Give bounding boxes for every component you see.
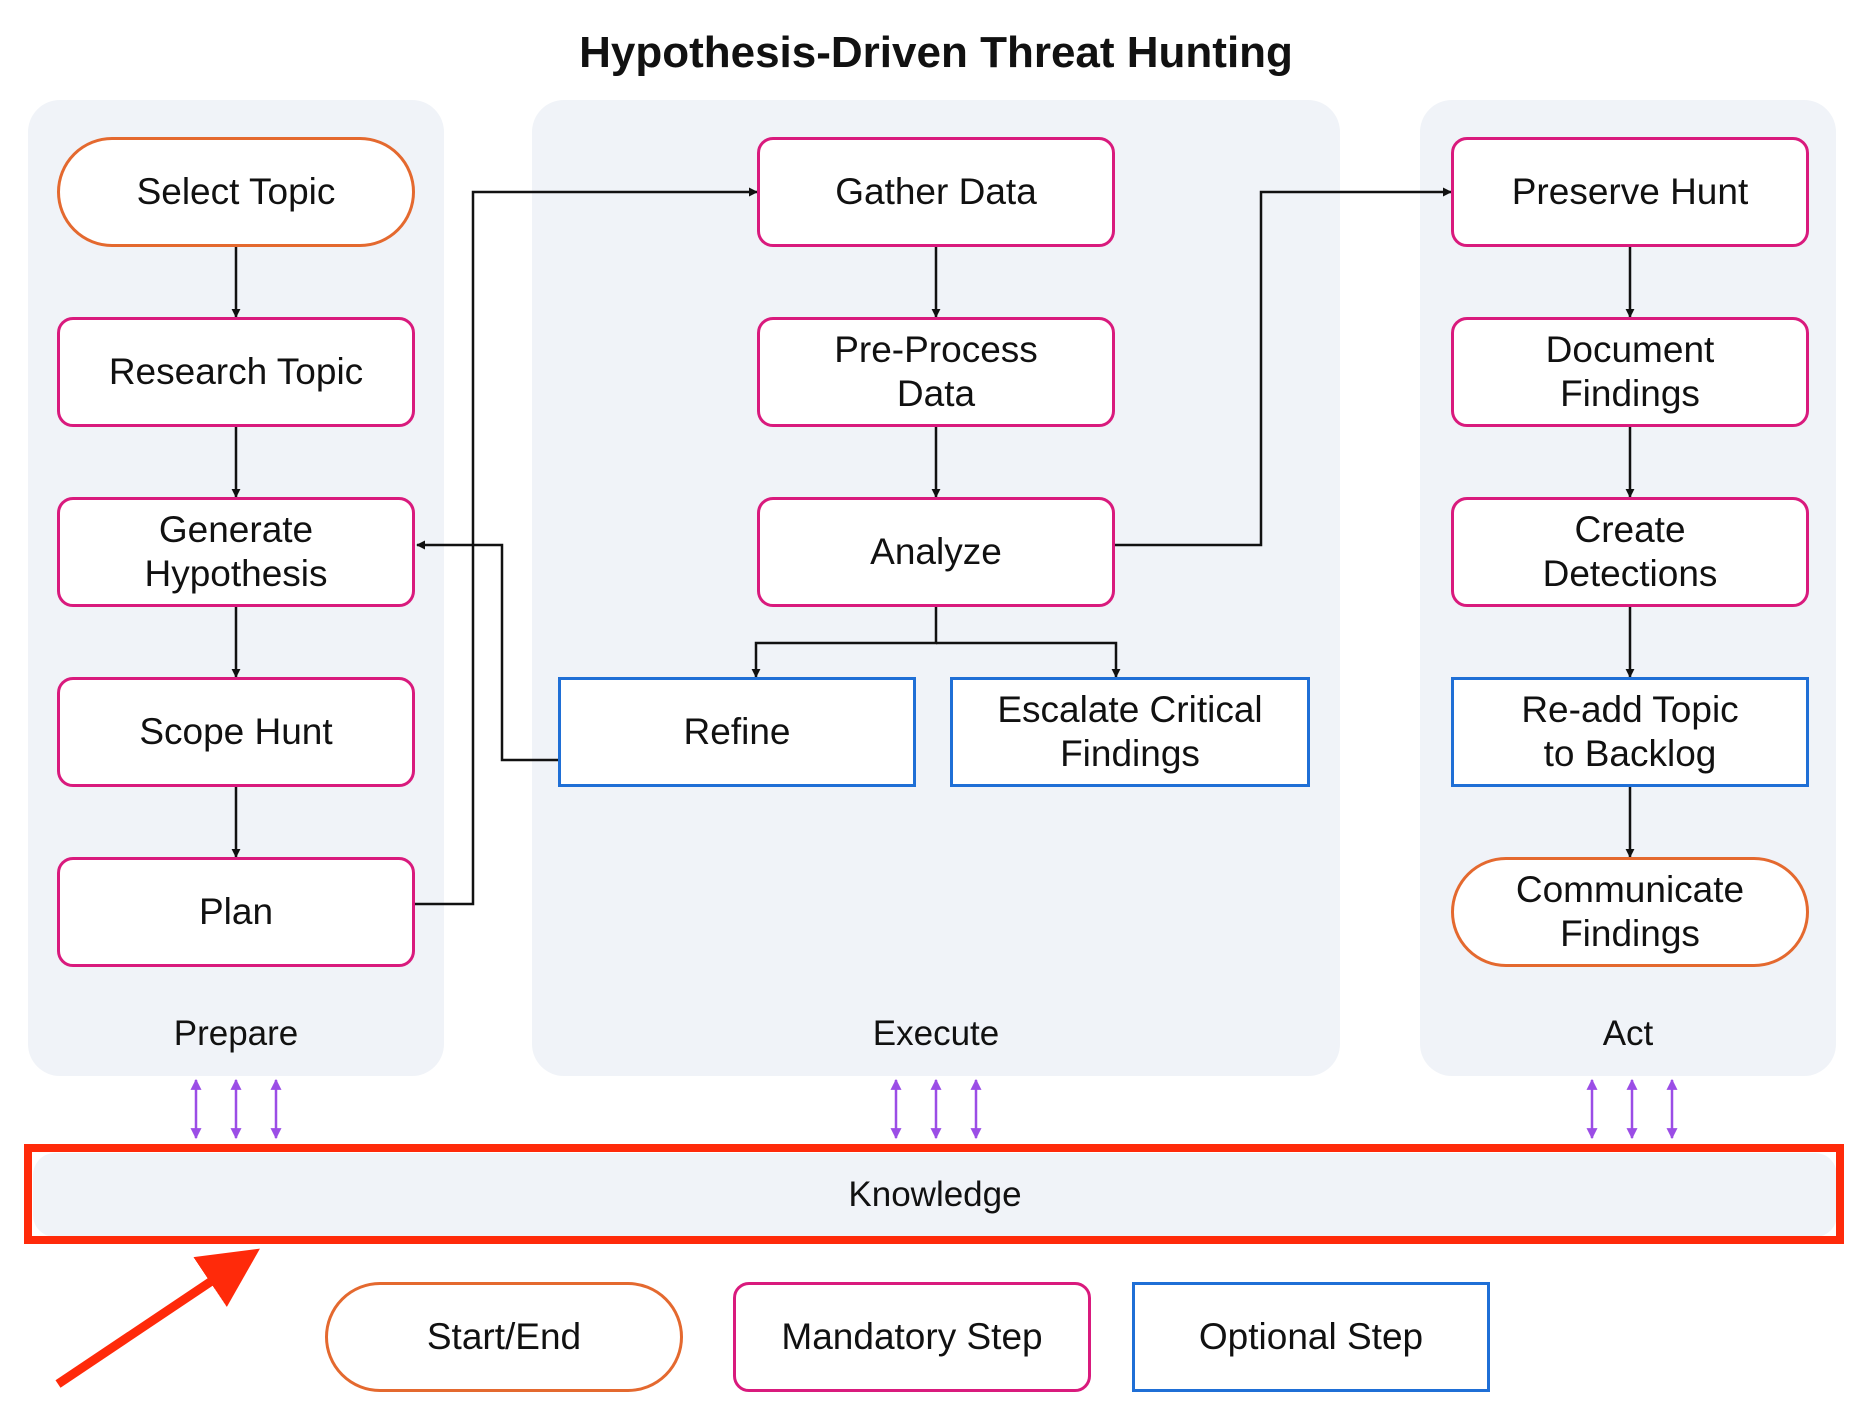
phase-label-prepare: Prepare	[173, 1014, 299, 1053]
diagram-title: Hypothesis-Driven Threat Hunting	[579, 28, 1293, 77]
node-preserve-hunt: Preserve Hunt	[1451, 137, 1809, 247]
knowledge-label: Knowledge	[848, 1175, 1022, 1214]
legend-mandatory-step: Mandatory Step	[733, 1282, 1091, 1392]
node-select-topic: Select Topic	[57, 137, 415, 247]
knowledge-highlight-box	[24, 1144, 1844, 1244]
arrow-refine-to-generate	[416, 540, 558, 762]
node-communicate-findings: Communicate Findings	[1451, 857, 1809, 967]
node-refine: Refine	[558, 677, 916, 787]
node-escalate-critical-findings: Escalate Critical Findings	[950, 677, 1310, 787]
node-document-findings: Document Findings	[1451, 317, 1809, 427]
node-plan: Plan	[57, 857, 415, 967]
node-generate-hypothesis: Generate Hypothesis	[57, 497, 415, 607]
legend-start-end: Start/End	[325, 1282, 683, 1392]
knowledge-bar: Knowledge	[33, 1153, 1837, 1237]
node-analyze: Analyze	[757, 497, 1115, 607]
phase-label-act: Act	[1602, 1014, 1654, 1053]
phase-label-execute: Execute	[872, 1014, 1000, 1053]
node-research-topic: Research Topic	[57, 317, 415, 427]
arrow-analyze-to-escalate	[936, 641, 1121, 678]
node-create-detections: Create Detections	[1451, 497, 1809, 607]
arrow-plan-to-gather	[415, 187, 758, 906]
legend-optional-step: Optional Step	[1132, 1282, 1490, 1392]
node-readd-topic: Re-add Topic to Backlog	[1451, 677, 1809, 787]
node-gather-data: Gather Data	[757, 137, 1115, 247]
node-scope-hunt: Scope Hunt	[57, 677, 415, 787]
arrow-analyze-to-preserve	[1115, 187, 1452, 547]
annotation-red-arrow	[55, 1248, 260, 1388]
node-preprocess-data: Pre-Process Data	[757, 317, 1115, 427]
arrow-analyze-to-refine	[751, 607, 938, 678]
